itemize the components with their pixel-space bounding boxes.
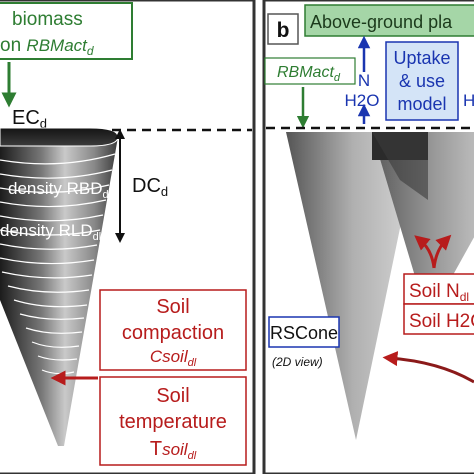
compaction-line2: compaction xyxy=(122,322,224,344)
panel-b-letter-box xyxy=(267,13,299,45)
soil-arrow-right xyxy=(432,234,452,269)
soil-h2o-label: Soil H2O xyxy=(409,311,474,332)
uptake-line3: model xyxy=(397,94,446,114)
rscone-right xyxy=(372,132,474,320)
view-label: (2D view) xyxy=(272,355,323,369)
panel-a-border xyxy=(0,0,256,474)
biomass-line1: biomass xyxy=(12,9,83,30)
rbd-label: density RBDdl xyxy=(8,179,111,201)
biomass-prefix: on xyxy=(0,35,26,56)
soil-n-box xyxy=(403,273,474,305)
ec-label: ECd xyxy=(12,107,47,131)
uptake-line2: & use xyxy=(399,71,445,91)
panel-b-letter: b xyxy=(277,19,290,42)
rscone-left xyxy=(286,132,420,440)
compaction-box xyxy=(99,289,247,371)
cone-layers xyxy=(0,153,116,375)
biomass-sub: d xyxy=(87,44,94,58)
temperature-line2: temperature xyxy=(119,411,227,433)
compaction-line1: Soil xyxy=(156,296,189,318)
root-cone xyxy=(0,137,118,446)
temperature-line1: Soil xyxy=(156,385,189,407)
above-ground-box xyxy=(304,4,474,37)
rbmact-box xyxy=(264,57,356,85)
panel-b-border xyxy=(262,0,474,474)
cone-cap xyxy=(0,127,119,147)
soil-n-label: Soil Ndl xyxy=(409,281,469,304)
dc-label: DCd xyxy=(132,175,168,199)
biomass-var: RBMact xyxy=(26,36,88,55)
uptake-model-box xyxy=(385,41,459,121)
uptake-line1: Uptake xyxy=(393,48,450,68)
temperature-box xyxy=(99,376,247,466)
soil-h2o-box xyxy=(403,303,474,335)
rld-label: density RLDdl xyxy=(0,221,101,243)
cone-overlap-shade xyxy=(372,132,428,200)
compaction-var: Csoildl xyxy=(150,347,197,369)
rscone-label: RSCone xyxy=(270,323,338,343)
biomass-line2: on RBMactd xyxy=(0,35,94,58)
n-label: N xyxy=(358,71,370,90)
h2o-label: H2O xyxy=(345,91,380,110)
rscone-box xyxy=(268,316,340,348)
rbmact-label: RBMactd xyxy=(277,64,341,84)
temperature-var: Tsoildl xyxy=(150,438,197,462)
biomass-box xyxy=(0,2,133,60)
h-fragment: H xyxy=(463,91,474,110)
rscone-arrow xyxy=(382,351,474,384)
above-ground-label: Above-ground pla xyxy=(310,12,453,32)
